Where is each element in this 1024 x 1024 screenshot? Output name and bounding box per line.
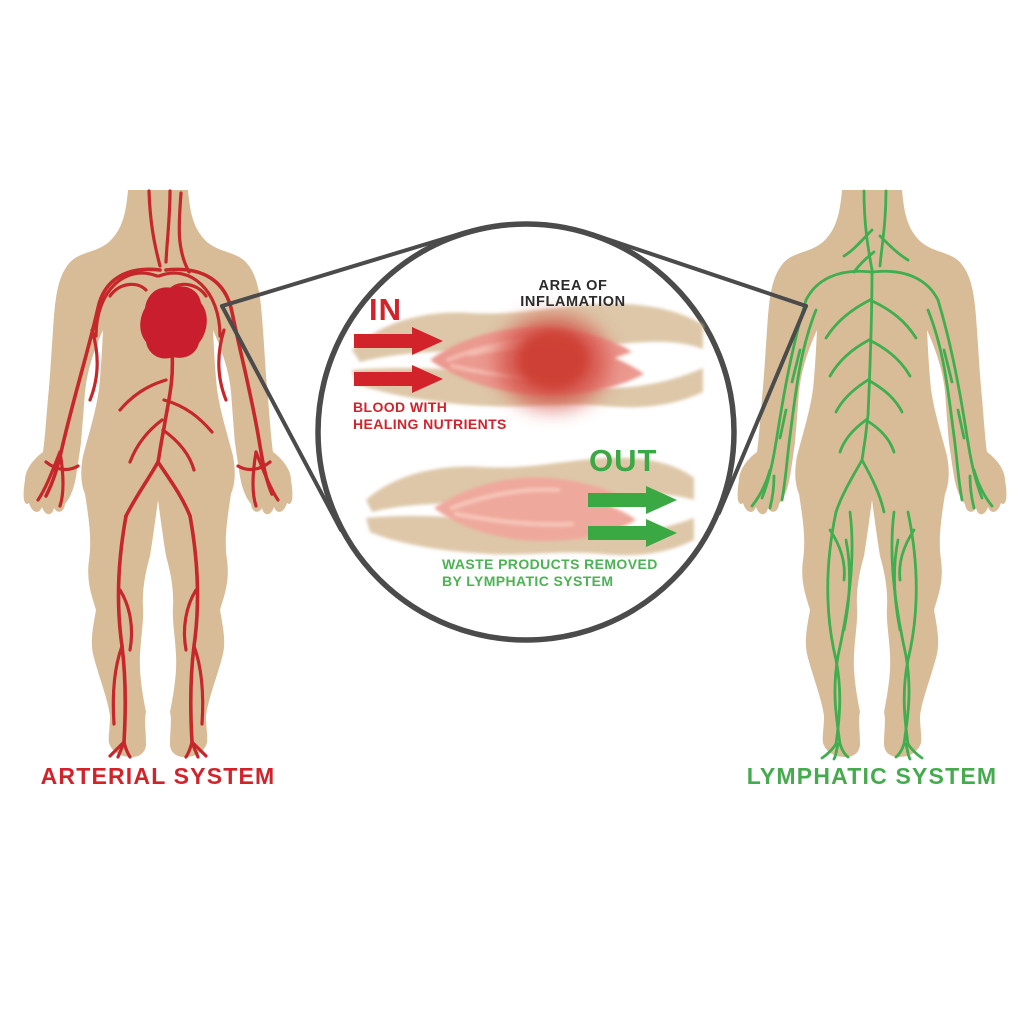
out-label: OUT [589, 443, 658, 478]
out-caption-line1: WASTE PRODUCTS REMOVED [442, 556, 658, 572]
arterial-figure [23, 189, 293, 759]
in-caption-line1: BLOOD WITH [353, 399, 448, 415]
in-caption-line2: HEALING NUTRIENTS [353, 415, 507, 432]
in-arrow-icon [354, 365, 443, 393]
in-arrows [354, 327, 443, 393]
heart-shape [140, 286, 207, 359]
arterial-system-label: ARTERIAL SYSTEM [40, 763, 276, 789]
in-label: IN [369, 292, 402, 327]
out-arrow-icon [588, 486, 677, 514]
lymph-vessel-illustration [366, 457, 694, 556]
artery-network [36, 189, 280, 759]
lymphatic-system-label: LYMPHATIC SYSTEM [746, 763, 998, 789]
area-of-inflammation-title: AREA OF INFLAMATION [520, 278, 625, 310]
area-title-line1: AREA OF [538, 278, 608, 294]
out-arrows [588, 486, 677, 547]
inflammation-core [517, 330, 589, 390]
in-caption: BLOOD WITH HEALING NUTRIENTS [353, 399, 507, 432]
lymphatic-figure [737, 189, 1007, 761]
out-caption-line2: BY LYMPHATIC SYSTEM [442, 572, 614, 589]
lymph-network [750, 189, 994, 761]
area-title-line2: INFLAMATION [520, 294, 626, 310]
callout-lines [220, 230, 808, 532]
out-arrow-icon [588, 519, 677, 547]
out-caption: WASTE PRODUCTS REMOVED BY LYMPHATIC SYST… [442, 556, 658, 589]
in-arrow-icon [354, 327, 443, 355]
